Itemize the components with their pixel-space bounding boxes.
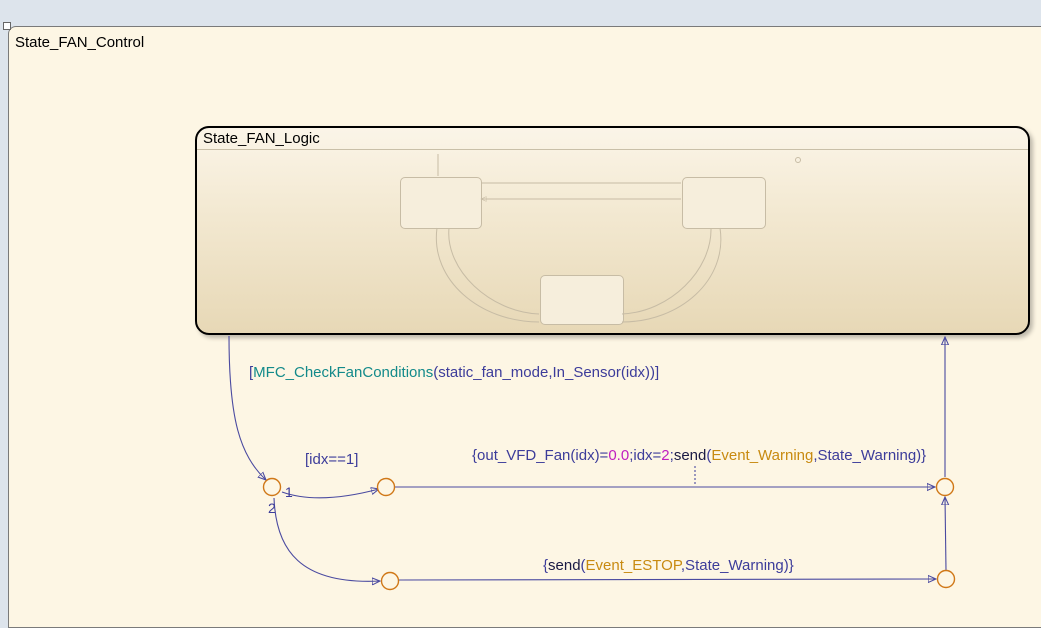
condition-check-fan[interactable]: [MFC_CheckFanConditions(static_fan_mode,… [249, 364, 660, 381]
inner-junction-small[interactable] [795, 157, 801, 163]
junction-estop-end[interactable] [936, 569, 956, 589]
junction-warning-start[interactable] [376, 477, 396, 497]
inner-transition-right-inner[interactable] [621, 227, 712, 315]
state-fan-control-title[interactable]: State_FAN_Control [15, 34, 145, 51]
junction-estop-start[interactable] [380, 571, 400, 591]
transition-exit-logic[interactable] [228, 335, 266, 480]
substate-bottom[interactable] [540, 275, 624, 325]
state-fan-logic[interactable]: State_FAN_Logic [195, 126, 1030, 335]
state-fan-logic-divider [197, 149, 1028, 150]
inner-transitions [435, 154, 801, 323]
inner-transition-left-outer[interactable] [435, 227, 540, 323]
execution-order-2: 2 [268, 500, 276, 516]
chart-corner-marker [3, 22, 11, 30]
junction-decision[interactable] [262, 477, 282, 497]
junction-warning-end[interactable] [935, 477, 955, 497]
inner-transition-right-outer[interactable] [621, 227, 722, 323]
transition-layer: 1 2 [228, 154, 956, 591]
transition-estop[interactable] [398, 579, 936, 580]
execution-order-1: 1 [285, 484, 293, 500]
substate-left[interactable] [400, 177, 482, 229]
function-name: MFC_CheckFanConditions [253, 364, 434, 381]
outer-transitions [228, 335, 946, 581]
action-warning[interactable]: {out_VFD_Fan(idx)=0.0;idx=2;send(Event_W… [472, 447, 927, 464]
transition-idx-1[interactable] [281, 489, 379, 499]
transition-idx-2[interactable] [273, 497, 380, 581]
condition-idx-1[interactable]: [idx==1] [305, 451, 359, 468]
substate-right[interactable] [682, 177, 766, 229]
inner-transition-left-inner[interactable] [448, 227, 540, 315]
junctions [262, 477, 956, 591]
state-fan-logic-title[interactable]: State_FAN_Logic [203, 130, 320, 147]
action-estop[interactable]: {send(Event_ESTOP,State_Warning)} [543, 557, 794, 574]
transition-estop-merge[interactable] [945, 497, 946, 571]
